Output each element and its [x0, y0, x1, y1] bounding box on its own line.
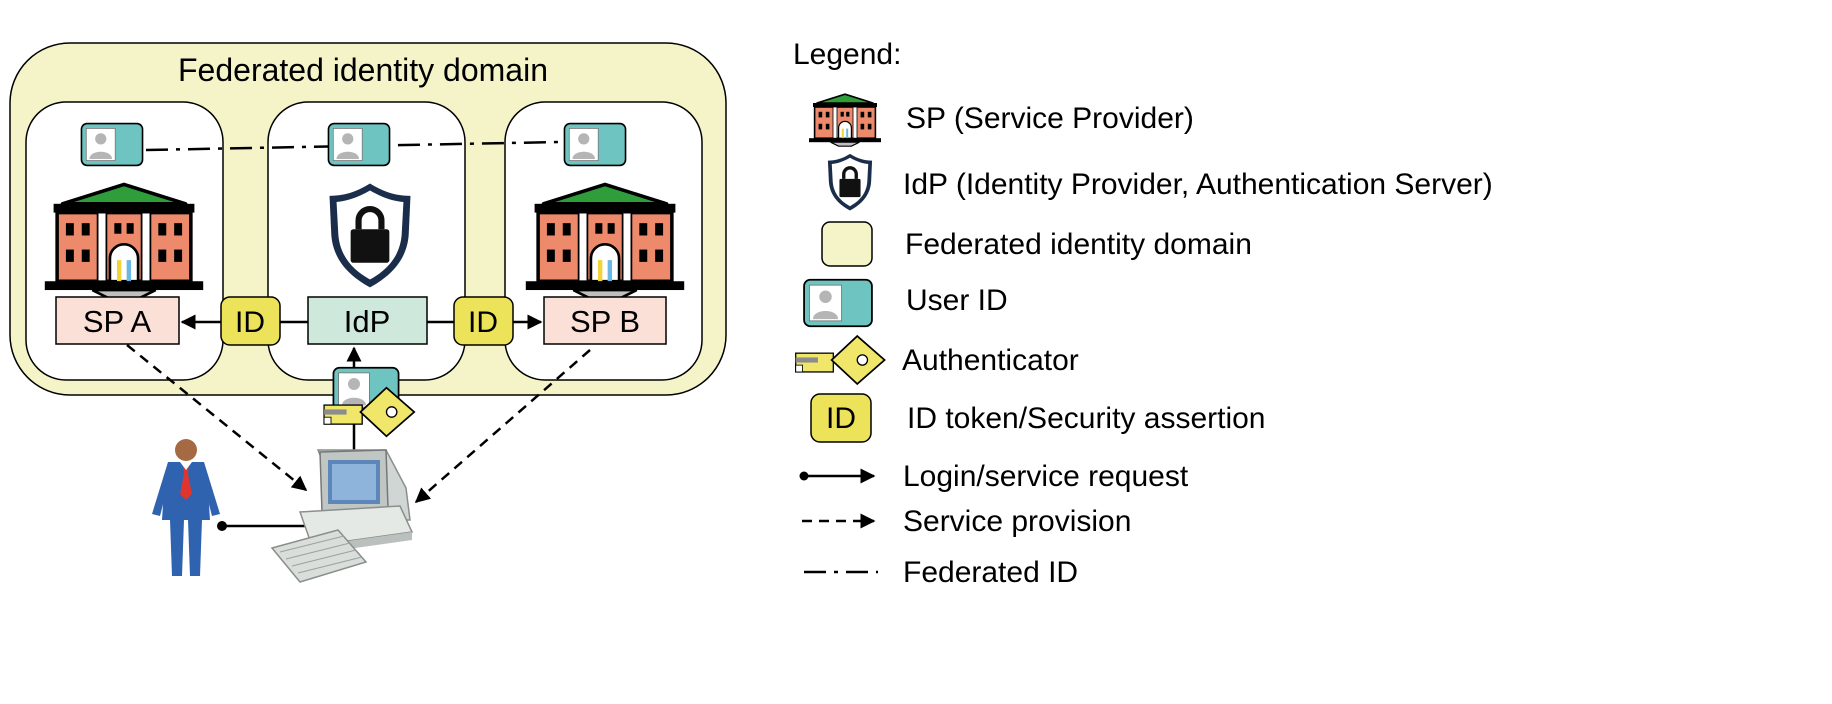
- building-icon: [808, 93, 882, 147]
- id-token-left-label: ID: [235, 306, 265, 339]
- sp-b-node: [543, 296, 667, 345]
- sp-b-label: SP B: [570, 304, 640, 339]
- user-card-icon: [803, 278, 873, 328]
- legend-title: Legend:: [793, 38, 901, 71]
- legend-domain-swatch: [821, 221, 873, 267]
- legend-domain: Federated identity domain: [905, 228, 1252, 261]
- idp-label: IdP: [344, 304, 391, 339]
- legend-federated: Federated ID: [903, 556, 1078, 589]
- legend-sp: SP (Service Provider): [906, 102, 1194, 135]
- shield-lock-icon: [826, 152, 874, 212]
- person-icon: [152, 439, 220, 576]
- id-token-right-label: ID: [468, 306, 498, 339]
- legend-login: Login/service request: [903, 460, 1189, 493]
- idp-node: [307, 296, 428, 345]
- sp-a-label: SP A: [83, 304, 152, 339]
- login-request-start: [217, 521, 227, 531]
- legend-idp: IdP (Identity Provider, Authentication S…: [903, 168, 1493, 201]
- service-arrow-right: [414, 349, 591, 503]
- legend-user-id: User ID: [906, 284, 1008, 317]
- legend-authenticator: Authenticator: [902, 344, 1079, 377]
- id-token-right: [453, 296, 514, 346]
- service-arrow-left: [126, 344, 308, 491]
- legend-service: Service provision: [903, 505, 1131, 538]
- legend-token-icon-label: ID: [826, 402, 856, 435]
- sp-a-node: [55, 296, 180, 345]
- user-card-icon: [327, 122, 391, 167]
- domain-title: Federated identity domain: [178, 52, 548, 88]
- key-icon: [794, 335, 886, 385]
- computer-icon: [270, 449, 414, 583]
- legend-token: ID token/Security assertion: [907, 402, 1266, 435]
- user-card-icon: [80, 122, 144, 167]
- building-icon: [43, 182, 205, 301]
- building-icon: [524, 182, 686, 301]
- federated-id-line: [145, 140, 561, 152]
- legend-login-dot: [799, 471, 809, 481]
- legend-token-icon: [810, 393, 872, 443]
- user-card-icon: [563, 122, 627, 167]
- id-token-left: [220, 296, 281, 346]
